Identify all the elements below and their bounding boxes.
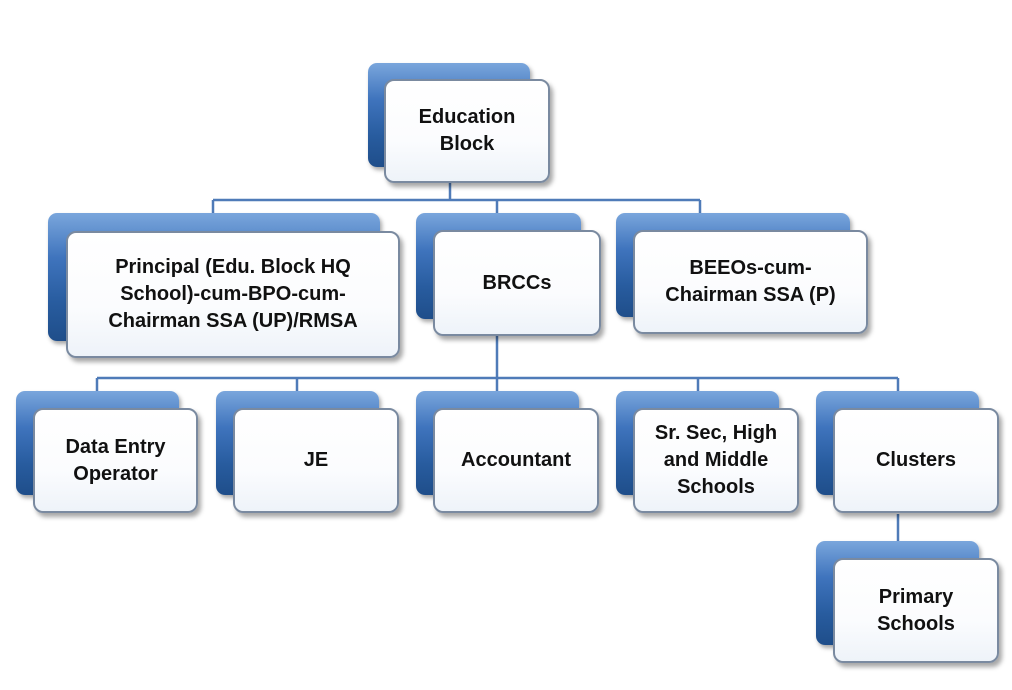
node-label: Sr. Sec, High and Middle Schools (654, 422, 778, 498)
node-label: Education Block (418, 106, 516, 155)
node-front-card: BEEOs-cum- Chairman SSA (P) (633, 230, 868, 334)
node-label: Accountant (461, 449, 571, 471)
node-data-entry-operator: Data Entry Operator (16, 391, 201, 517)
node-je: JE (216, 391, 402, 517)
node-label: BRCCs (482, 271, 552, 294)
node-front-card: Sr. Sec, High and Middle Schools (633, 408, 799, 513)
node-front-card: Education Block (384, 79, 550, 183)
node-education-block: Education Block (368, 63, 552, 187)
node-front-card: BRCCs (433, 230, 601, 336)
node-brccs: BRCCs (416, 213, 604, 340)
node-label: Data Entry Operator (65, 435, 166, 485)
node-clusters: Clusters (816, 391, 1002, 517)
node-accountant: Accountant (416, 391, 602, 517)
node-schools: Sr. Sec, High and Middle Schools (616, 391, 802, 517)
node-beeos: BEEOs-cum- Chairman SSA (P) (616, 213, 871, 338)
node-front-card: Clusters (833, 408, 999, 513)
node-front-card: Accountant (433, 408, 599, 513)
node-front-card: Primary Schools (833, 558, 999, 663)
node-front-card: JE (233, 408, 399, 513)
node-front-card: Principal (Edu. Block HQ School)-cum-BPO… (66, 231, 400, 358)
node-label: Principal (Edu. Block HQ School)-cum-BPO… (108, 256, 358, 332)
node-label: BEEOs-cum- Chairman SSA (P) (665, 257, 836, 306)
node-front-card: Data Entry Operator (33, 408, 198, 513)
node-label: Clusters (875, 449, 957, 471)
node-principal: Principal (Edu. Block HQ School)-cum-BPO… (48, 213, 403, 361)
node-label: JE (303, 449, 329, 471)
node-label: Primary Schools (877, 585, 955, 635)
node-primary-schools: Primary Schools (816, 541, 1002, 665)
